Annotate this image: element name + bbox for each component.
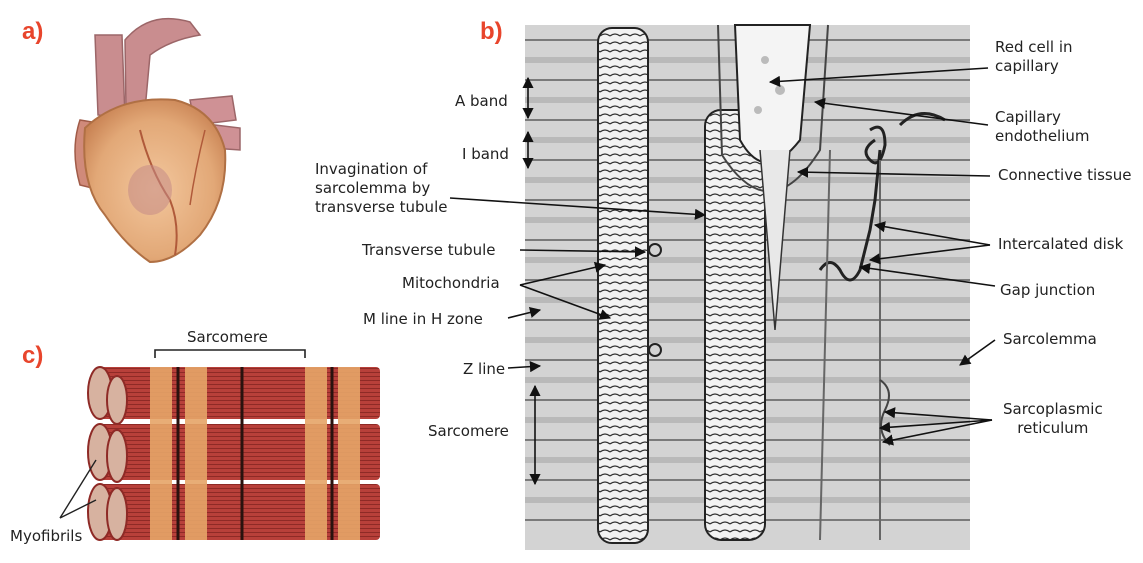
label-invagination: Invagination of sarcolemma by transverse… [315, 160, 447, 217]
label-myofibrils: Myofibrils [10, 527, 82, 546]
label-sarcolemma: Sarcolemma [1003, 330, 1097, 349]
label-red-cell-line2: capillary [995, 57, 1073, 76]
label-m-line: M line in H zone [363, 310, 483, 329]
label-intercalated-disk: Intercalated disk [998, 235, 1123, 254]
label-invagination-line3: transverse tubule [315, 198, 447, 217]
label-red-cell: Red cell in capillary [995, 38, 1073, 76]
label-invagination-line1: Invagination of [315, 160, 447, 179]
label-gap-junction: Gap junction [1000, 281, 1095, 300]
label-invagination-line2: sarcolemma by [315, 179, 447, 198]
label-sarcoplasmic-line1: Sarcoplasmic [1003, 400, 1103, 419]
label-sarcoplasmic-line2: reticulum [1003, 419, 1103, 438]
label-capillary-endothelium: Capillary endothelium [995, 108, 1090, 146]
label-capillary-endothelium-line1: Capillary [995, 108, 1090, 127]
cardiac-muscle-section [525, 25, 970, 550]
myofibril-bundle [60, 350, 380, 540]
label-sarcomere-c: Sarcomere [187, 328, 268, 347]
heart-illustration [75, 19, 240, 262]
label-transverse-tubule: Transverse tubule [362, 241, 496, 260]
label-red-cell-line1: Red cell in [995, 38, 1073, 57]
label-a-band: A band [455, 92, 508, 111]
label-mitochondria: Mitochondria [402, 274, 500, 293]
label-z-line: Z line [463, 360, 505, 379]
label-i-band: I band [462, 145, 509, 164]
label-sarcoplasmic-reticulum: Sarcoplasmic reticulum [1003, 400, 1103, 438]
label-connective-tissue: Connective tissue [998, 166, 1131, 185]
label-sarcomere-b: Sarcomere [428, 422, 509, 441]
label-capillary-endothelium-line2: endothelium [995, 127, 1090, 146]
